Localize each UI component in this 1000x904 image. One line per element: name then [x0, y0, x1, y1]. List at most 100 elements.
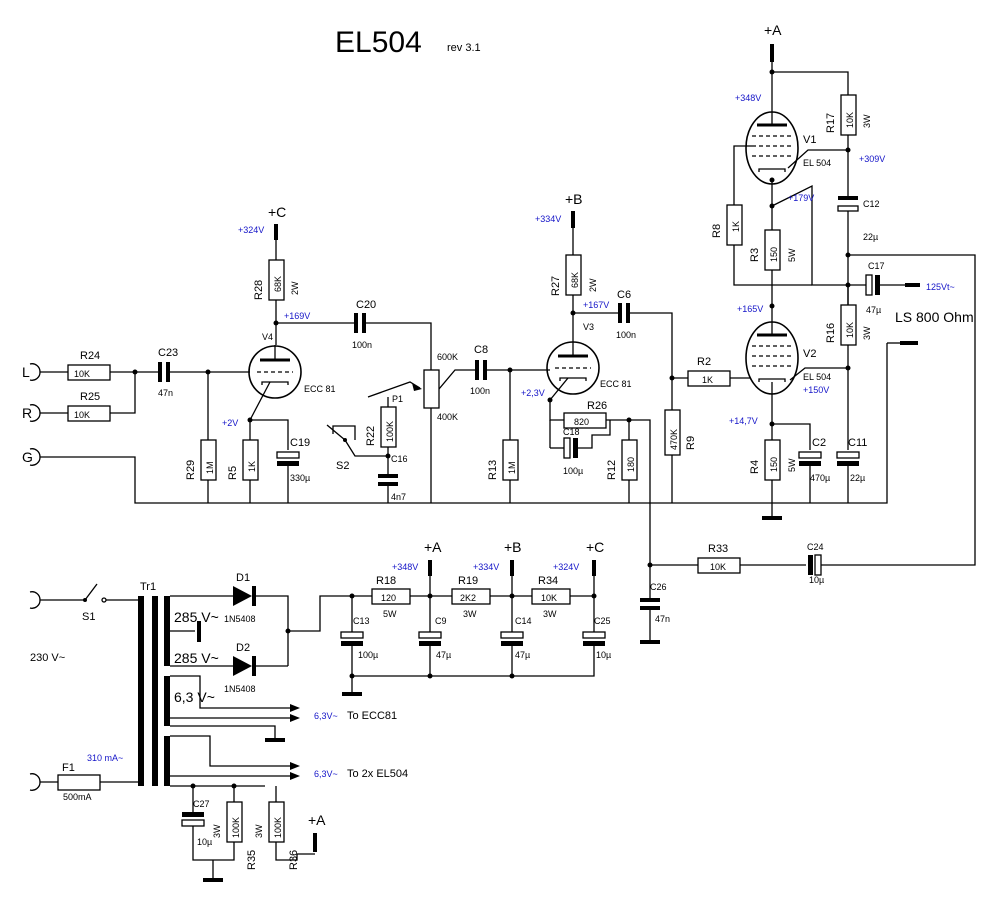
resistor-r29: 1M R29	[185, 439, 217, 481]
svg-text:10K: 10K	[845, 322, 855, 338]
switch-s2: S2	[326, 424, 388, 472]
resistor-r26: 820 R26	[563, 400, 607, 429]
svg-text:C6: C6	[617, 289, 631, 301]
svg-text:R3: R3	[749, 248, 761, 262]
svg-text:1N5408: 1N5408	[224, 614, 256, 624]
svg-text:+334V: +334V	[535, 214, 561, 224]
svg-text:6,3V~: 6,3V~	[314, 711, 338, 721]
svg-text:R4: R4	[749, 460, 761, 474]
svg-text:10µ: 10µ	[197, 837, 212, 847]
capacitor-c9: C9 47µ	[418, 616, 451, 660]
capacitor-c27: C27 10µ	[181, 799, 212, 847]
v1-anode-voltage: +348V	[735, 93, 761, 103]
input-right-label: R	[22, 405, 32, 421]
tube-v3-type: ECC 81	[600, 379, 632, 389]
resistor-r35: 100K R35 3W	[212, 801, 258, 870]
svg-text:R9: R9	[685, 436, 697, 450]
resistor-r16: 10K R16 3W	[825, 304, 872, 346]
resistor-r19: 2K2 R19 3W	[451, 575, 491, 619]
supply-terminal-a-top: +A	[764, 22, 782, 62]
svg-text:R33: R33	[708, 543, 728, 555]
v2-grid-voltage: +150V	[803, 385, 829, 395]
tube-v4-type: ECC 81	[304, 384, 336, 394]
svg-text:R28: R28	[253, 280, 265, 300]
capacitor-c16: C16 4n7	[378, 454, 408, 502]
svg-text:2W: 2W	[290, 281, 300, 295]
svg-text:1K: 1K	[731, 221, 741, 232]
input-jacks: L R G	[22, 363, 41, 466]
resistor-r22: 100K R22	[365, 406, 397, 448]
svg-text:R17: R17	[825, 113, 837, 133]
mains-input: 230 V~	[29, 591, 65, 791]
svg-text:150: 150	[769, 457, 779, 472]
supply-terminal-a-bleeder: +A	[297, 812, 326, 855]
svg-text:+334V: +334V	[473, 562, 499, 572]
svg-text:R12: R12	[606, 460, 618, 480]
svg-text:10K: 10K	[845, 112, 855, 128]
svg-text:+C: +C	[268, 204, 286, 220]
output-ac-voltage: 125Vt~	[926, 282, 955, 292]
svg-text:3W: 3W	[254, 824, 264, 838]
svg-text:600K: 600K	[437, 352, 458, 362]
resistor-r33: 10K R33	[697, 543, 741, 574]
svg-text:1M: 1M	[205, 461, 215, 474]
svg-text:330µ: 330µ	[290, 473, 310, 483]
svg-text:10µ: 10µ	[596, 650, 611, 660]
svg-text:C23: C23	[158, 347, 178, 359]
tube-v1: V1 EL 504	[745, 111, 831, 185]
mains-voltage-label: 230 V~	[30, 652, 65, 664]
svg-text:R5: R5	[227, 466, 239, 480]
svg-text:68K: 68K	[570, 272, 580, 288]
tube-v2-ref: V2	[803, 348, 816, 360]
revision-label: rev 3.1	[447, 42, 481, 54]
resistor-r9: 470K R9	[664, 409, 697, 456]
input-left-label: L	[22, 364, 30, 380]
svg-text:2W: 2W	[588, 278, 598, 292]
svg-text:3W: 3W	[212, 824, 222, 838]
svg-text:47µ: 47µ	[515, 650, 530, 660]
mains-current: 310 mA~	[87, 753, 123, 763]
tube-v1-ref: V1	[803, 134, 816, 146]
svg-text:R25: R25	[80, 391, 100, 403]
svg-text:47n: 47n	[158, 388, 173, 398]
svg-text:C27: C27	[193, 799, 210, 809]
resistor-r34: 10K R34 3W	[531, 575, 571, 619]
svg-text:10µ: 10µ	[809, 575, 824, 585]
svg-text:470µ: 470µ	[810, 473, 830, 483]
tube-v4: V4 ECC 81	[248, 332, 336, 421]
svg-text:3W: 3W	[543, 609, 557, 619]
svg-text:R34: R34	[538, 575, 558, 587]
svg-text:To 2x EL504: To 2x EL504	[347, 768, 408, 780]
svg-text:100µ: 100µ	[358, 650, 378, 660]
svg-text:C9: C9	[435, 616, 447, 626]
svg-text:C17: C17	[868, 261, 885, 271]
svg-text:C14: C14	[515, 616, 532, 626]
potentiometer-p1: P1 600K 400K	[367, 352, 458, 422]
svg-text:47n: 47n	[655, 614, 670, 624]
resistor-r5: 1K R5	[227, 439, 259, 481]
svg-text:R18: R18	[376, 575, 396, 587]
svg-text:R19: R19	[458, 575, 478, 587]
tube-v2-type: EL 504	[803, 372, 831, 382]
supply-terminal-b: +B +334V	[535, 191, 583, 228]
capacitor-c26: C26 47n	[640, 582, 670, 624]
resistor-r17: 10K R17 3W	[825, 94, 872, 136]
svg-text:D1: D1	[236, 572, 250, 584]
tube-v2: V2 EL 504	[745, 321, 831, 395]
svg-text:C25: C25	[594, 616, 611, 626]
svg-text:C12: C12	[863, 199, 880, 209]
capacitor-c19: C19 330µ	[276, 437, 310, 483]
v1-cathode-voltage: +309V	[859, 154, 885, 164]
svg-text:5W: 5W	[787, 458, 797, 472]
resistor-r18: 120 R18 5W	[371, 575, 411, 619]
svg-text:1K: 1K	[702, 375, 713, 385]
capacitor-c20: C20 100n	[352, 299, 376, 350]
resistor-r27: 68K R27 2W	[550, 254, 598, 296]
svg-text:R8: R8	[711, 224, 723, 238]
svg-text:+C: +C	[586, 539, 604, 555]
svg-text:C18: C18	[563, 427, 580, 437]
v2-cathode-voltage: +14,7V	[729, 416, 758, 426]
svg-text:100µ: 100µ	[563, 466, 583, 476]
svg-text:22µ: 22µ	[863, 232, 878, 242]
